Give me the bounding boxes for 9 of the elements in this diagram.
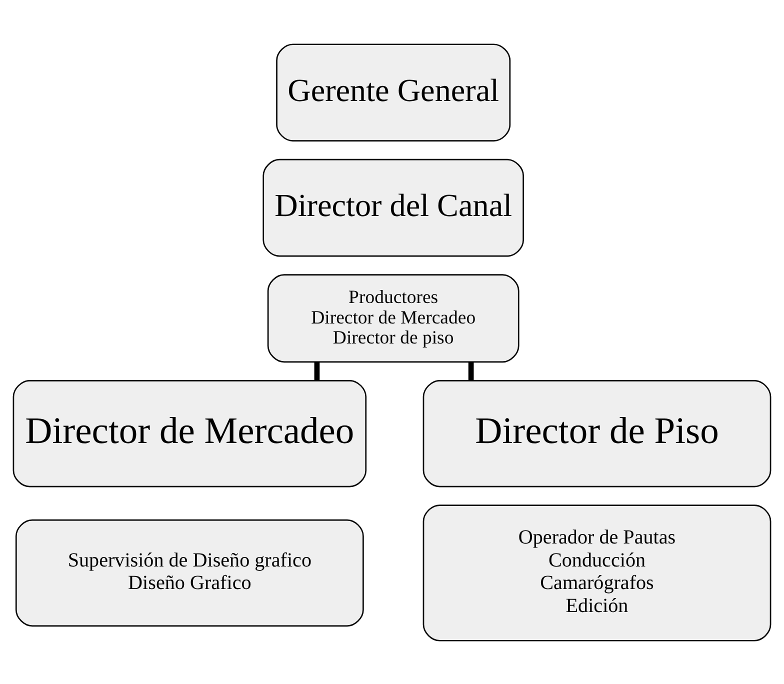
node-box: Supervisión de Diseño grafico Diseño Grafico [15,518,364,626]
connector [468,361,474,380]
node-box: Gerente General [276,43,511,141]
connector [314,361,320,380]
node-box: Director del Canal [262,158,524,256]
node-box: Director de Mercadeo [12,380,367,487]
node-box: Director de Piso [422,380,772,487]
node-box: Operador de Pautas Conducción Camarógrafos Edición [422,504,772,641]
node-box: Productores Director de Mercadeo Director de piso [267,274,520,362]
